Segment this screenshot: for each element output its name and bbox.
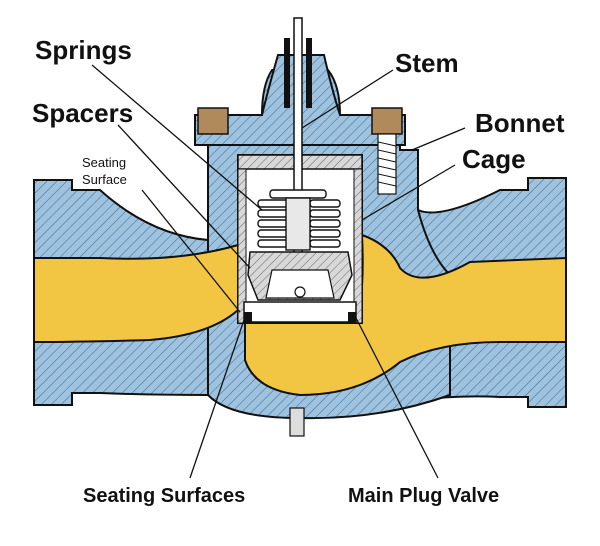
- flow-passage: [33, 243, 239, 344]
- springs-assembly: [257, 189, 341, 251]
- label-springs: Springs: [35, 35, 132, 65]
- left-bolt: [197, 107, 229, 135]
- label-seating-surfaces: Seating Surfaces: [83, 485, 246, 507]
- label-seating-surface: Seating Surface: [82, 155, 127, 187]
- drain-plug: [289, 407, 305, 437]
- cage-left-wall: [237, 168, 247, 324]
- label-cage: Cage: [462, 144, 526, 174]
- right-bolt: [371, 107, 403, 135]
- label-bonnet: Bonnet: [475, 108, 565, 138]
- right-bolt-shaft: [377, 133, 397, 195]
- label-spacers: Spacers: [32, 98, 134, 128]
- label-main-plug-valve: Main Plug Valve: [348, 485, 500, 507]
- plug-inner: [265, 269, 335, 299]
- seat-ring: [243, 301, 357, 323]
- leader-lines: [91, 64, 466, 479]
- stem-packing-left: [284, 38, 290, 108]
- label-stem: Stem: [395, 48, 459, 78]
- stem-packing-right: [306, 38, 312, 108]
- cage-right-wall: [353, 168, 363, 324]
